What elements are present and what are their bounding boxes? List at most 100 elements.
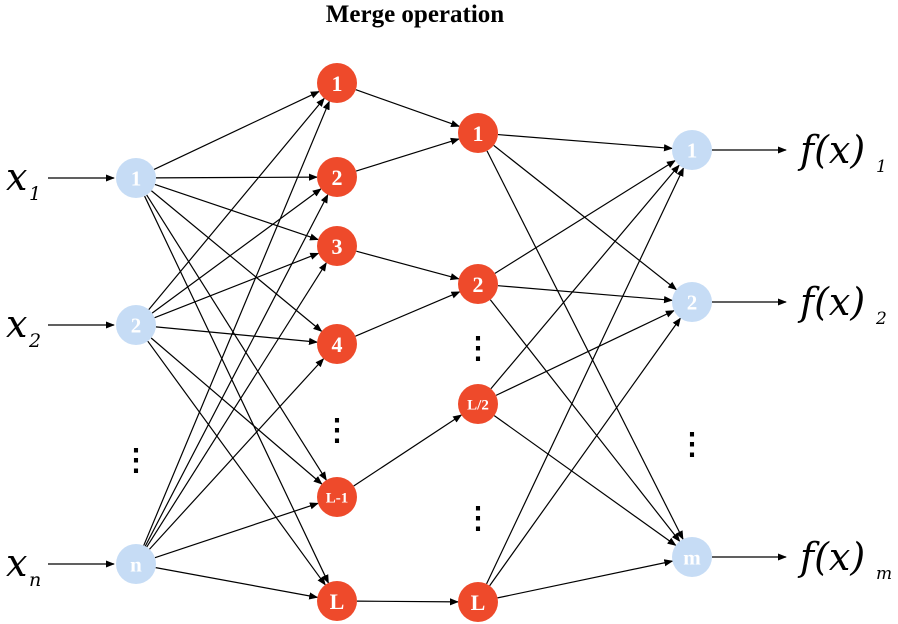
hidden2-node-2: L/2 [458, 384, 498, 424]
input-var-0-subscript: 1 [29, 183, 41, 205]
output-node-1: 2 [672, 282, 712, 322]
hidden1-node-5-label: L [330, 589, 345, 614]
edge-input2-h1-1 [144, 193, 329, 547]
nodes-layer: 1 2 n 1 2 3 4L-1L 1 2L/2L 1 2 m [116, 63, 712, 622]
edge-input2-h1-2 [146, 262, 327, 548]
edge-input1-h1-2 [154, 252, 320, 319]
edge-input2-h1-4 [154, 502, 319, 559]
hidden1-node-3: 4 [317, 324, 357, 364]
hidden1-node-0-label: 1 [332, 71, 343, 96]
edge-input2-h1-0 [143, 100, 330, 546]
edge-input0-h1-5 [144, 195, 329, 584]
output-func-0: f(x) [797, 128, 865, 172]
input-node-0: 1 [116, 158, 156, 198]
edge-h2-1-output0 [494, 160, 676, 274]
edge-h2-0-output2 [486, 150, 684, 540]
hidden1-node-1-label: 2 [332, 165, 343, 190]
hidden1-node-3-label: 4 [332, 332, 343, 357]
input-node-2: n [116, 544, 156, 584]
input-ellipsis: ⋮ [121, 444, 151, 477]
input-node-0-label: 1 [131, 167, 142, 191]
edge-h2-3-output1 [489, 317, 681, 587]
edge-input0-h1-1 [155, 173, 318, 181]
edge-h1-0-h2-0 [355, 89, 460, 128]
edge-h2-2-output1 [495, 310, 675, 396]
edge-h2-2-output2 [493, 415, 677, 546]
edge-input1-h1-1 [151, 188, 322, 314]
hidden2-node-0: 1 [458, 113, 498, 153]
hidden1-node-3-circle [317, 324, 357, 364]
output-func-1-subscript: 2 [875, 309, 887, 329]
hidden1-node-2-circle [317, 226, 357, 266]
edge-input0-h1-4 [146, 194, 327, 481]
hidden1-node-0-circle [317, 63, 357, 103]
edge-h1-1-h2-0 [355, 137, 460, 172]
edge-h2-1-output2 [489, 299, 681, 542]
edge-h1-5-h2-3 [356, 598, 459, 606]
hidden2-node-3-label: L [471, 590, 486, 615]
hidden1-node-0: 1 [317, 63, 357, 103]
output-func-2: f(x) [797, 535, 865, 579]
edges-layer [48, 89, 787, 606]
output-func-1: f(x) [797, 280, 865, 324]
output-node-2-circle [672, 537, 712, 577]
hidden1-node-4-label: L-1 [326, 490, 349, 506]
output-node-2: m [672, 537, 712, 577]
hidden1-node-1: 2 [317, 157, 357, 197]
hidden2-ellipsis-lower: ⋮ [463, 502, 493, 535]
edge-h2-1-output1 [497, 285, 673, 304]
output-node-0-circle [672, 130, 712, 170]
input-node-0-circle [116, 158, 156, 198]
hidden2-node-1-label: 2 [473, 272, 484, 297]
edge-input1-h1-0 [148, 97, 325, 310]
hidden2-node-1: 2 [458, 264, 498, 304]
input-var-0: x [6, 155, 27, 199]
input-node-1-circle [116, 305, 156, 345]
hidden1-node-4: L-1 [317, 477, 357, 517]
hidden1-node-5: L [317, 581, 357, 621]
edge-h1-2-h2-1 [356, 250, 460, 281]
edge-h2-0-output0 [497, 133, 673, 152]
hidden2-node-3-circle [458, 582, 498, 622]
edge-h2-3-output2 [497, 559, 674, 599]
input-var-2: x [6, 541, 27, 585]
hidden2-node-0-circle [458, 113, 498, 153]
edge-input1-h1-5 [147, 340, 326, 586]
edge-h1-4-h2-2 [353, 414, 463, 487]
hidden1-node-5-circle [317, 581, 357, 621]
hidden2-node-3: L [458, 582, 498, 622]
input-node-2-label: n [130, 553, 142, 577]
edge-input0-h1-2 [154, 183, 319, 241]
hidden1-ellipsis: ⋮ [322, 414, 352, 447]
input-var-2-subscript: n [29, 569, 41, 591]
hidden1-node-4-circle [317, 477, 357, 517]
output-func-2-subscript: m [876, 564, 892, 584]
input-var-1-subscript: 2 [28, 330, 41, 352]
edge-input0-h1-3 [151, 190, 323, 332]
hidden2-node-2-circle [458, 384, 498, 424]
edge-h2-3-output0 [486, 167, 684, 585]
edge-input1-h1-3 [155, 326, 318, 345]
hidden2-node-1-circle [458, 264, 498, 304]
hidden1-node-2: 3 [317, 226, 357, 266]
edge-input0-h1-0 [153, 91, 320, 170]
output-node-1-label: 2 [687, 291, 698, 315]
edge-input2-h1-3 [149, 358, 325, 550]
output-node-0-label: 1 [687, 139, 698, 163]
edge-input1-h1-4 [150, 337, 323, 485]
hidden1-node-1-circle [317, 157, 357, 197]
output-node-1-circle [672, 282, 712, 322]
output-node-2-label: m [683, 546, 701, 570]
input-node-1-label: 2 [131, 314, 142, 338]
output-node-0: 1 [672, 130, 712, 170]
hidden2-node-0-label: 1 [473, 121, 484, 146]
edge-h2-2-output0 [490, 164, 680, 390]
output-func-0-subscript: 1 [876, 157, 887, 177]
input-node-2-circle [116, 544, 156, 584]
diagram-title: Merge operation [326, 1, 505, 28]
output-ellipsis: ⋮ [677, 428, 707, 461]
input-node-1: 2 [116, 305, 156, 345]
hidden2-ellipsis-upper: ⋮ [463, 332, 493, 365]
